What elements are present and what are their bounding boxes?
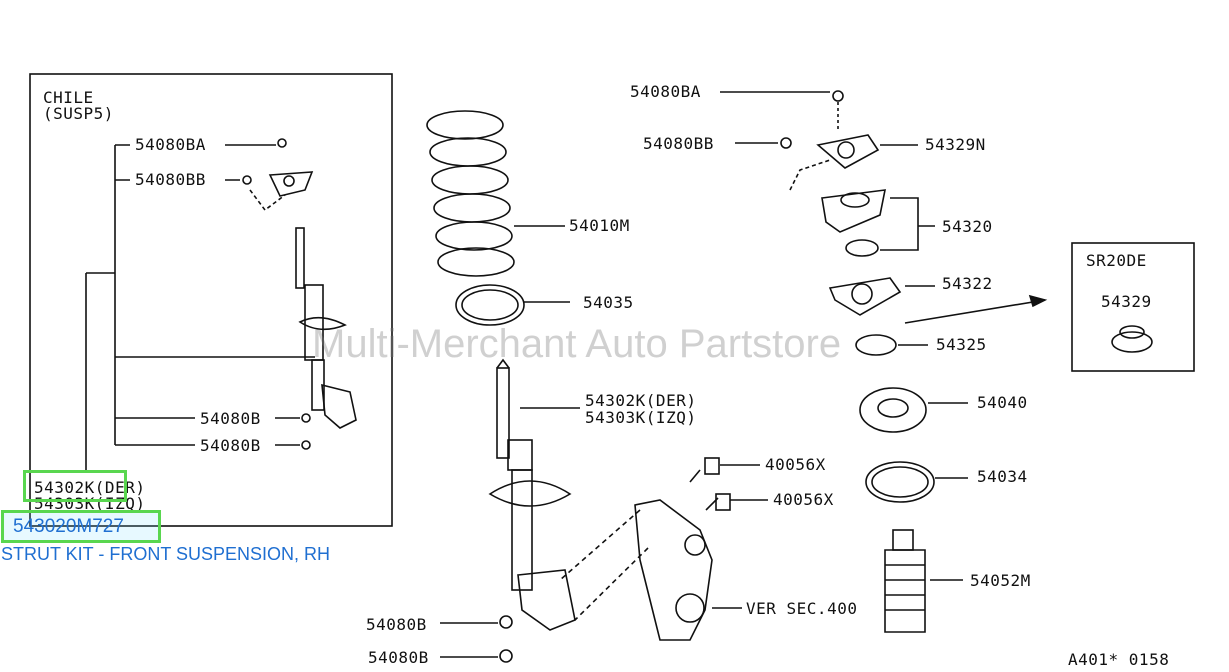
bearing-54325 xyxy=(855,334,897,356)
steering-knuckle xyxy=(634,499,713,641)
coil-spring xyxy=(426,110,515,277)
bump-stop-boot xyxy=(884,529,926,633)
inset-bearing-icon xyxy=(1111,331,1153,353)
strut-mount-bracket xyxy=(828,277,902,316)
inset-strut-icon xyxy=(242,138,357,450)
label-54080bb: 54080BB xyxy=(643,134,714,153)
label-54303k-izq: 54303K(IZQ) xyxy=(585,408,697,427)
label-54052m: 54052M xyxy=(970,571,1031,590)
label-54329n: 54329N xyxy=(925,135,986,154)
spring-upper-seat xyxy=(859,387,927,433)
strut-mount-insulator xyxy=(821,189,887,233)
inset-box-chile xyxy=(29,73,393,527)
label-54080ba: 54080BA xyxy=(630,82,701,101)
inset-box-sr20de xyxy=(1071,242,1195,372)
mount-bushing xyxy=(845,239,879,257)
inset-title-sr20de: SR20DE xyxy=(1086,251,1147,270)
label-54010m: 54010M xyxy=(569,216,630,235)
label-54034: 54034 xyxy=(977,467,1028,486)
inset-label-54329: 54329 xyxy=(1101,292,1152,311)
spring-seat-ring xyxy=(455,284,525,326)
inset-title-susp5: (SUSP5) xyxy=(43,104,114,123)
label-54040: 54040 xyxy=(977,393,1028,412)
part-number: 543020M727 xyxy=(13,516,124,537)
highlight-box-54302k[interactable] xyxy=(23,470,127,502)
label-54302k-der-inset: 54302K(DER) xyxy=(34,478,146,497)
label-54320: 54320 xyxy=(942,217,993,236)
label-40056x-a: 40056X xyxy=(765,455,826,474)
spring-insulator-54034 xyxy=(865,461,935,503)
diagram-reference: A401* 0158 xyxy=(1068,650,1170,669)
label-54080bb-inset: 54080BB xyxy=(135,170,206,189)
label-54080ba-inset: 54080BA xyxy=(135,135,206,154)
label-54035: 54035 xyxy=(583,293,634,312)
part-description[interactable]: STRUT KIT - FRONT SUSPENSION, RH xyxy=(1,544,331,564)
label-40056x-b: 40056X xyxy=(773,490,834,509)
label-54080b-inset-a: 54080B xyxy=(200,409,261,428)
watermark: Multi-Merchant Auto Partstore xyxy=(312,322,842,366)
label-54325: 54325 xyxy=(936,335,987,354)
inset-title-chile: CHILE xyxy=(43,88,94,107)
label-ver-sec-400: VER SEC.400 xyxy=(746,599,858,618)
label-54080b-a: 54080B xyxy=(366,615,427,634)
label-54302k-der: 54302K(DER) xyxy=(585,391,697,410)
main-strut xyxy=(488,358,576,631)
label-54322: 54322 xyxy=(942,274,993,293)
label-54080b-b: 54080B xyxy=(368,648,429,667)
label-54080b-inset-b: 54080B xyxy=(200,436,261,455)
upper-mount-plate xyxy=(816,134,880,169)
part-number-highlight[interactable]: 543020M727 xyxy=(1,510,161,543)
